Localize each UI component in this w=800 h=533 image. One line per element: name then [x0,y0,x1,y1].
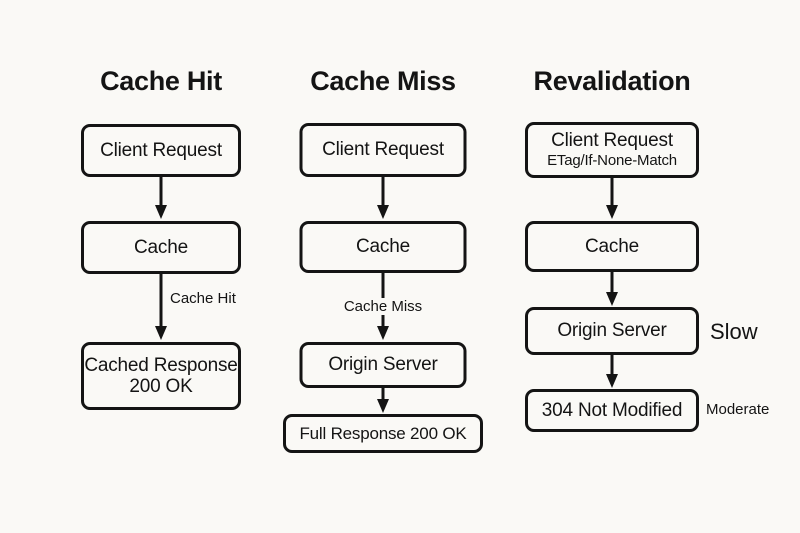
arrow-client-to-cache-2 [377,177,389,219]
edge-label-cache-miss: Cache Miss [339,298,427,315]
node-label: Cache [134,236,188,258]
node-client-request-1[interactable]: Client Request [81,124,241,177]
node-label: Client Request [322,139,444,161]
column-title-cache-miss: Cache Miss [310,66,456,96]
node-origin-server-3[interactable]: Origin Server [525,307,699,355]
node-cache-1[interactable]: Cache [81,221,241,274]
side-label-slow: Slow [710,319,758,344]
node-label: Full Response 200 OK [299,423,467,443]
arrow-origin-to-response-2 [377,388,389,413]
node-cache-3[interactable]: Cache [525,221,699,272]
node-origin-server-2[interactable]: Origin Server [299,342,467,388]
node-full-response-200-ok[interactable]: Full Response 200 OK [283,414,483,453]
side-label-moderate: Moderate [706,401,770,418]
node-label: 304 Not Modified [541,399,683,421]
node-cached-response-200-ok[interactable]: Cached Response 200 OK [81,342,241,410]
node-label-etag: ETag/If-None-Match [547,151,677,169]
column-title-cache-hit: Cache Hit [100,66,222,96]
arrow-cache-to-origin-3 [606,272,618,306]
node-304-not-modified[interactable]: 304 Not Modified [525,389,699,432]
column-title-revalidation: Revalidation [533,66,691,96]
arrow-client-to-cache-1 [155,177,167,219]
node-client-request-2[interactable]: Client Request [299,123,467,177]
edge-label-cache-hit: Cache Hit [170,290,236,307]
node-label-line1: Client Request [551,130,673,152]
node-label-line2: 200 OK [129,376,193,397]
node-label-line1: Cached Response [84,354,238,376]
node-label: Cache [356,236,410,258]
arrow-origin-to-304 [606,355,618,388]
node-label: Origin Server [328,354,438,376]
arrow-client-to-cache-3 [606,178,618,219]
node-label: Origin Server [557,320,667,342]
node-cache-2[interactable]: Cache [299,221,467,273]
arrow-cache-to-response-1 [155,274,167,340]
node-client-request-3[interactable]: Client Request ETag/If-None-Match [525,122,699,178]
node-label: Client Request [100,139,222,161]
node-label: Cache [585,235,639,257]
